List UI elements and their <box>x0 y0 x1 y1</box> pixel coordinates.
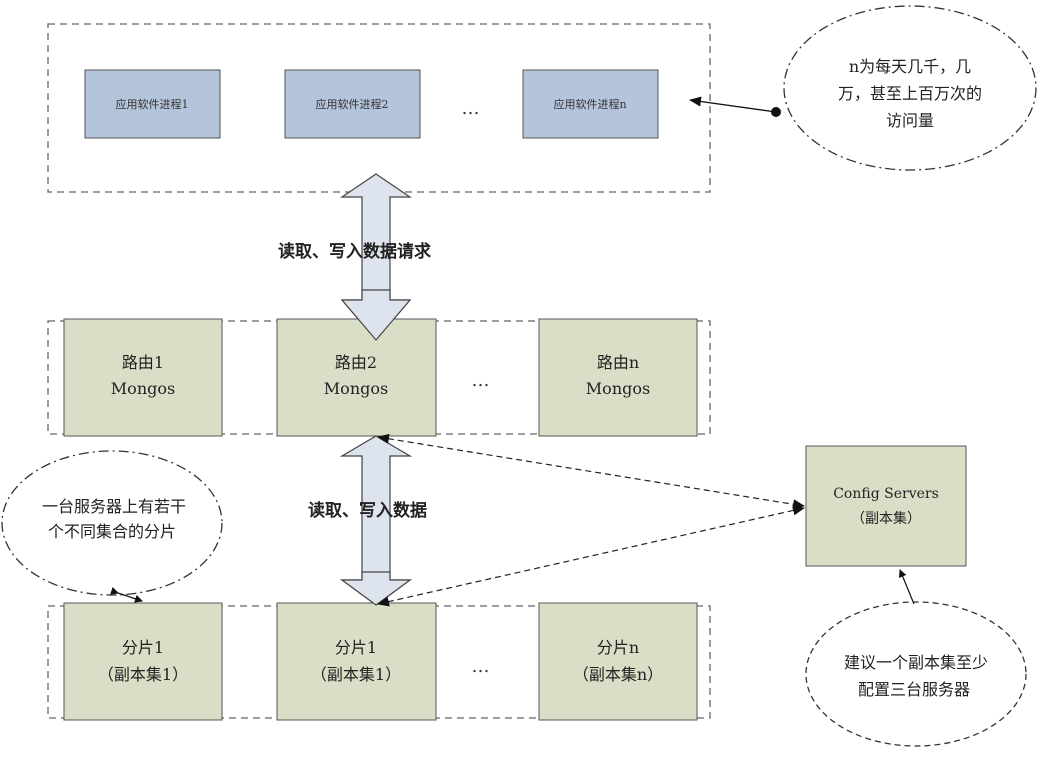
shard-n: 分片n （副本集n） <box>538 602 698 721</box>
router-n-type: Mongos <box>586 379 650 398</box>
shard-n-replica: （副本集n） <box>573 665 663 684</box>
app-process-1: 应用软件进程1 <box>84 69 221 139</box>
app-process-2: 应用软件进程2 <box>284 69 421 139</box>
app-process-n: 应用软件进程n <box>522 69 659 139</box>
access-volume-connector <box>689 96 781 117</box>
request-double-arrow-head <box>340 289 412 341</box>
shard-note-line2: 个不同集合的分片 <box>48 522 176 541</box>
access-volume-note-line3: 访问量 <box>886 111 934 130</box>
shard-note-line1: 一台服务器上有若干 <box>42 497 186 516</box>
shard-2: 分片1 （副本集1） <box>276 602 437 721</box>
app-ellipsis: … <box>462 98 483 119</box>
access-volume-note-line2: 万，甚至上百万次的 <box>838 84 982 103</box>
router-1-name: 路由1 <box>122 353 164 372</box>
app-tier: 应用软件进程1 应用软件进程2 … 应用软件进程n <box>47 23 711 193</box>
config-note-line1: 建议一个副本集至少 <box>844 653 988 672</box>
data-double-arrow-head <box>340 571 412 606</box>
router-1-type: Mongos <box>111 379 175 398</box>
shard-ellipsis: … <box>472 656 493 677</box>
shard-config-connector <box>377 505 805 607</box>
shard-1: 分片1 （副本集1） <box>63 602 223 721</box>
router-1: 路由1 Mongos <box>63 318 223 437</box>
shard-note-connector <box>110 586 143 603</box>
router-config-connector <box>377 433 805 510</box>
shard-n-name: 分片n <box>597 638 639 657</box>
app-process-n-label: 应用软件进程n <box>553 97 626 111</box>
router-2: 路由2 Mongos <box>276 318 437 437</box>
shard-distribution-note: 一台服务器上有若干 个不同集合的分片 <box>1 450 223 596</box>
access-volume-note: n为每天几千，几 万，甚至上百万次的 访问量 <box>783 5 1037 171</box>
config-servers: Config Servers （副本集） <box>805 445 967 567</box>
config-note-connector <box>898 569 915 605</box>
data-arrow-label: 读取、写入数据 <box>308 500 427 521</box>
router-2-type: Mongos <box>324 379 388 398</box>
shard-1-replica: （副本集1） <box>98 665 188 684</box>
shard-tier: 分片1 （副本集1） 分片1 （副本集1） … 分片n （副本集n） <box>47 602 711 721</box>
router-ellipsis: … <box>472 370 493 391</box>
shard-2-name: 分片1 <box>335 638 377 657</box>
shard-1-name: 分片1 <box>122 638 164 657</box>
app-process-2-label: 应用软件进程2 <box>316 97 389 111</box>
router-n: 路由n Mongos <box>538 318 698 437</box>
request-arrow-label: 读取、写入数据请求 <box>278 241 431 262</box>
router-tier: 路由1 Mongos 路由2 Mongos … 路由n Mongos <box>47 318 711 437</box>
config-note-line2: 配置三台服务器 <box>858 680 970 699</box>
router-n-name: 路由n <box>597 353 639 372</box>
config-servers-name: Config Servers <box>833 486 939 502</box>
shard-2-replica: （副本集1） <box>311 665 401 684</box>
router-2-name: 路由2 <box>335 353 377 372</box>
config-servers-replica: （副本集） <box>851 510 921 527</box>
access-volume-note-line1: n为每天几千，几 <box>849 57 971 76</box>
app-process-1-label: 应用软件进程1 <box>116 97 189 111</box>
config-servers-note: 建议一个副本集至少 配置三台服务器 <box>805 601 1027 747</box>
